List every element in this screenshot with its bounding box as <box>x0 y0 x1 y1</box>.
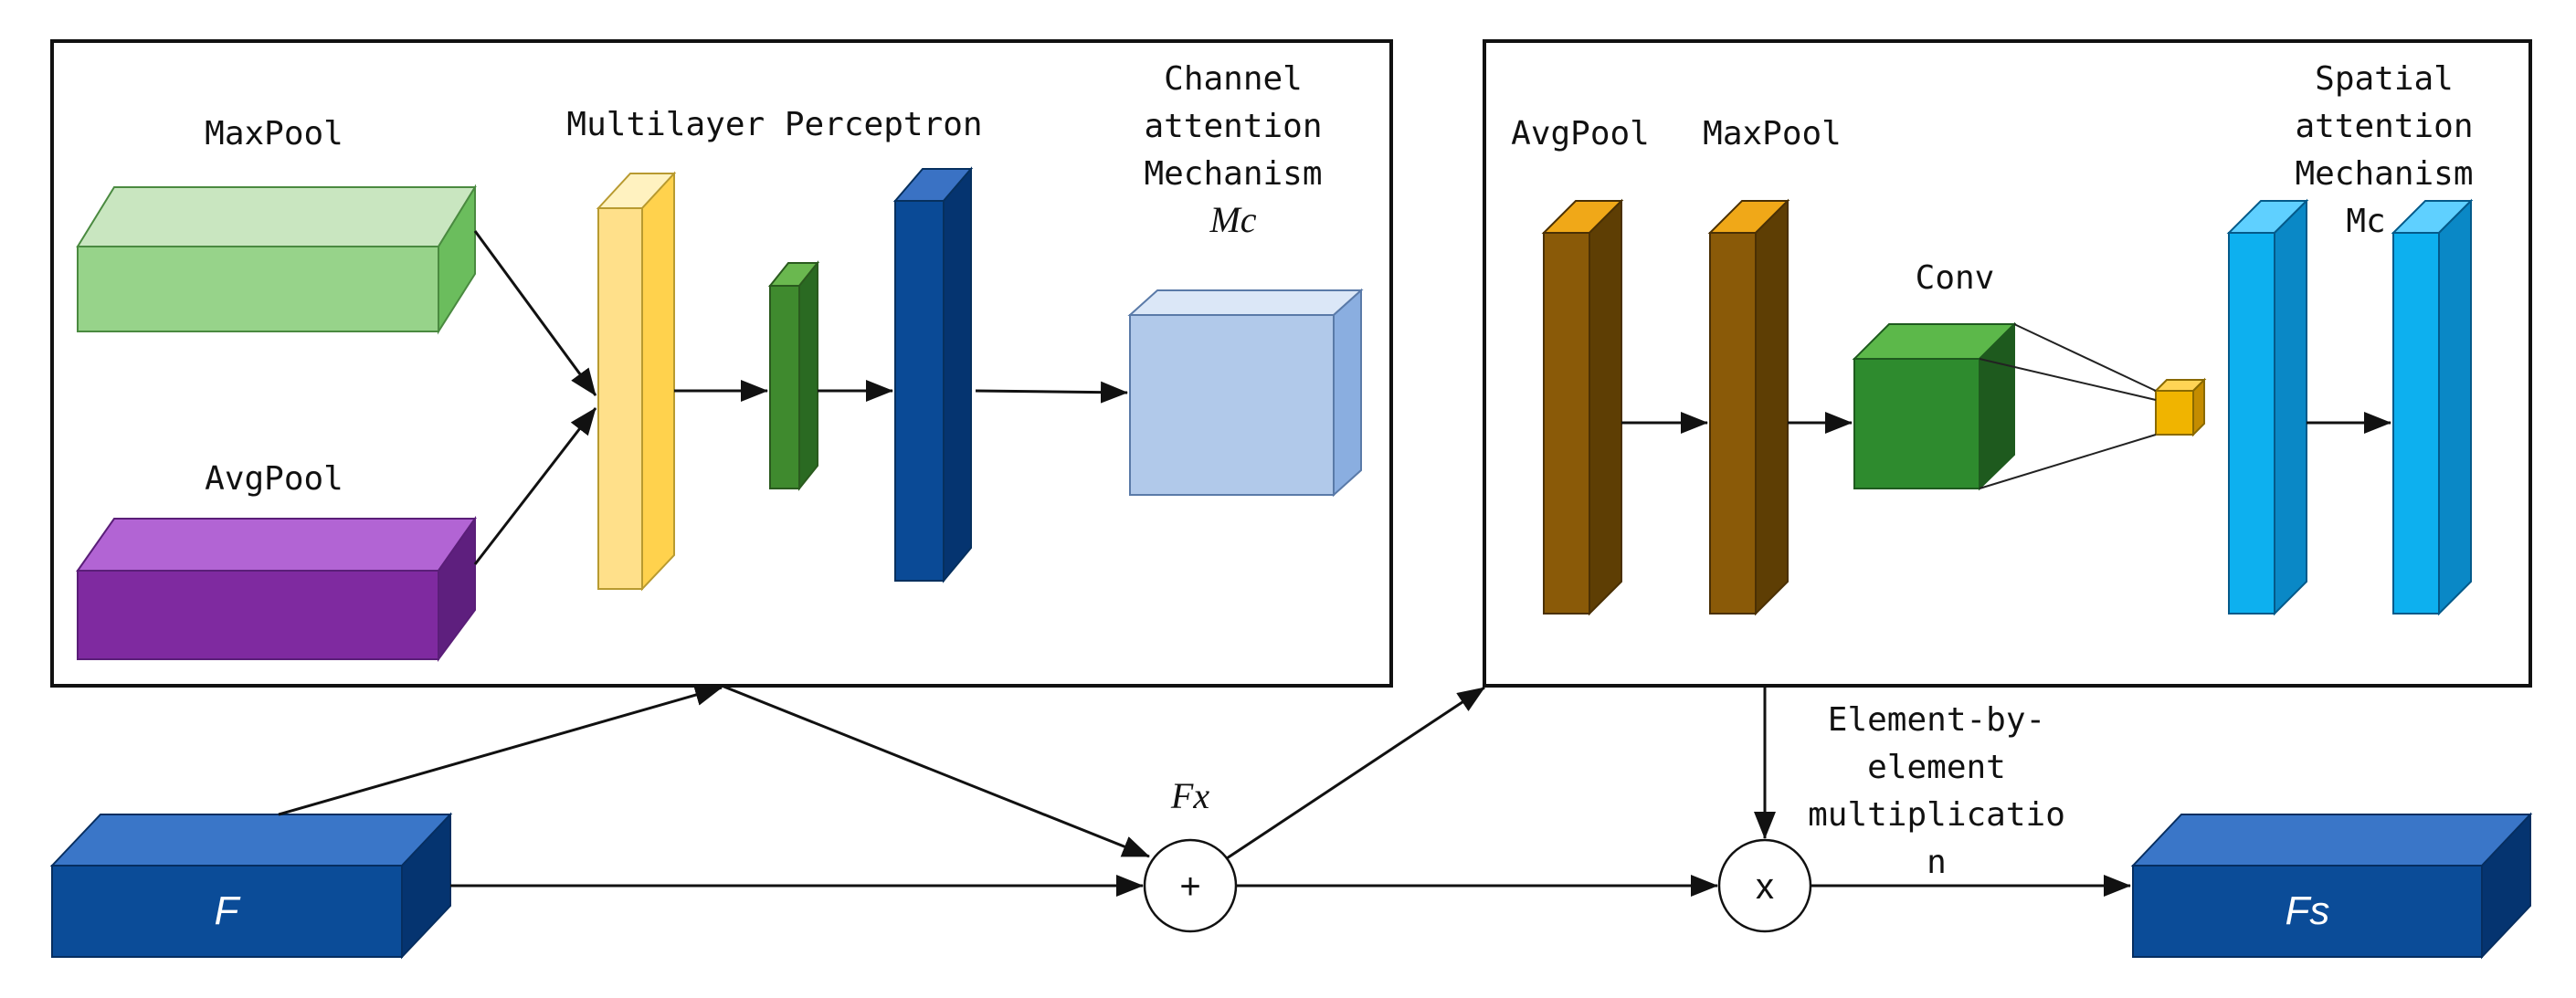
mlp-output-layer <box>892 166 974 583</box>
edge-avgpool-to-mlp <box>473 407 597 565</box>
spatial-output-symbol: Mc <box>2346 203 2385 240</box>
conv-output-cell <box>2153 377 2207 437</box>
edge-add-to-spatial <box>1226 686 1485 860</box>
channel-maxpool-block <box>76 184 477 335</box>
channel-attention-output <box>1127 288 1364 498</box>
edge-mlp-to-channel-output <box>975 381 1128 404</box>
spatial-output-label-line3: Mechanism <box>2295 155 2473 193</box>
spatial-avgpool-map <box>1541 198 1624 616</box>
input-feature-block <box>49 812 453 960</box>
mlp-input-layer <box>596 171 677 592</box>
edge-maxpool-to-mlp <box>473 230 597 396</box>
output-feature-label: Fs <box>2286 888 2330 933</box>
conv-label: Conv <box>1916 259 1995 297</box>
channel-maxpool-label: MaxPool <box>205 115 343 152</box>
conv-block <box>1852 321 2017 491</box>
mlp-hidden-layer <box>767 260 820 491</box>
spatial-maxpool-map <box>1707 198 1790 616</box>
spatial-output-label-line1: Spatial <box>2315 60 2454 98</box>
spatial-attention-panel <box>1483 39 2532 688</box>
channel-output-label-line2: attention <box>1144 108 1322 145</box>
spatial-maxpool-label: MaxPool <box>1703 115 1842 152</box>
edge-channel-to-add <box>721 684 1150 858</box>
intermediate-feature-label: Fx <box>1170 775 1209 816</box>
add-operator: + <box>1179 867 1200 907</box>
channel-output-label-line1: Channel <box>1164 60 1303 98</box>
conv-projection-top <box>2013 323 2157 392</box>
conv-projection-mid <box>1979 358 2157 401</box>
channel-output-symbol: Mc <box>1209 199 1256 240</box>
multiply-operator: x <box>1756 867 1774 907</box>
multiply-label-line1: Element-by- <box>1828 701 2045 739</box>
spatial-output-label-line2: attention <box>2295 108 2473 145</box>
spatial-feature-map <box>2226 198 2309 616</box>
output-feature-block <box>2130 812 2533 960</box>
edge-input-to-channel <box>278 684 723 816</box>
multiply-label-line3: multiplicatio <box>1808 796 2065 834</box>
conv-projection-bottom <box>1979 434 2157 489</box>
spatial-attention-output <box>2391 198 2474 616</box>
spatial-avgpool-label: AvgPool <box>1511 115 1650 152</box>
input-feature-label: F <box>215 888 241 933</box>
multiply-label-line2: element <box>1867 749 2006 786</box>
channel-avgpool-label: AvgPool <box>205 460 343 498</box>
channel-output-label-line3: Mechanism <box>1144 155 1322 193</box>
mlp-label: Multilayer Perceptron <box>566 106 982 143</box>
multiply-label-line4: n <box>1927 844 1947 881</box>
channel-avgpool-block <box>76 515 477 663</box>
